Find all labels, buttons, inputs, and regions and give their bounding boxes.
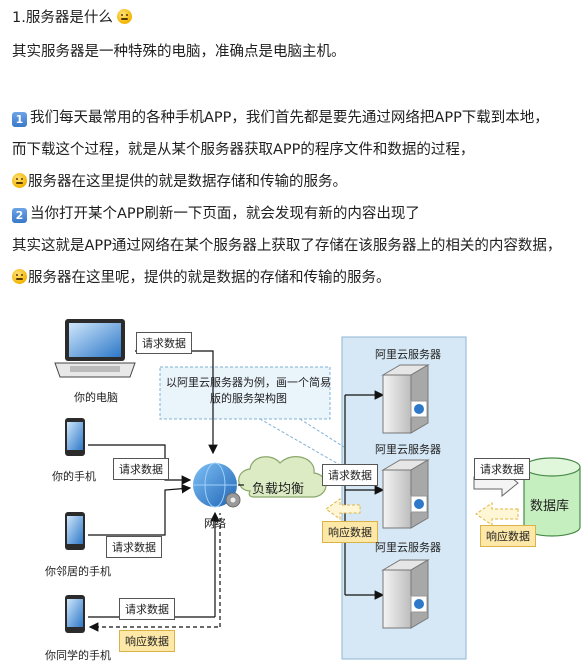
server-icon	[381, 364, 430, 434]
phone-icon	[65, 512, 85, 550]
server-label-1: 阿里云服务器	[375, 348, 441, 361]
title: 1.服务器是什么	[12, 10, 113, 26]
globe-icon	[193, 462, 237, 508]
device-label-computer: 你的电脑	[74, 391, 118, 404]
keycap-icon: 2	[12, 208, 27, 223]
cloud-icon	[238, 456, 327, 498]
laptop-icon	[54, 319, 136, 378]
request-label-lb: 请求数据	[322, 464, 378, 486]
note-text: 以阿里云服务器为例，画一个简易 版的服务架构图	[166, 375, 331, 407]
point2-line2: 其实这就是APP通过网络在某个服务器上获取了存储在该服务器上的相关的内容数据，	[12, 238, 562, 254]
note-box	[159, 366, 331, 420]
gear-icon	[225, 492, 241, 508]
phone-icon	[65, 595, 85, 633]
title-line: 1.服务器是什么	[12, 8, 133, 28]
request-label-db: 请求数据	[474, 458, 530, 480]
point1-text3: 服务器在这里提供的就是数据存储和传输的服务。	[28, 174, 347, 190]
request-label-classmate: 请求数据	[119, 598, 175, 620]
server-label-3: 阿里云服务器	[375, 541, 441, 554]
thinking-emoji-icon	[12, 173, 27, 188]
point2-text3: 服务器在这里呢，提供的就是数据的存储和传输的服务。	[28, 270, 391, 286]
point1-text1: 我们每天最常用的各种手机APP，我们首先都是要先通过网络把APP下载到本地，	[30, 110, 549, 126]
request-label-computer: 请求数据	[136, 332, 192, 354]
device-label-phone: 你的手机	[52, 470, 96, 483]
point1-line2: 而下载这个过程，就是从某个服务器获取APP的程序文件和数据的过程，	[12, 142, 475, 158]
device-label-classmate-phone: 你同学的手机	[45, 649, 111, 662]
keycap-icon: 1	[12, 112, 27, 127]
response-label-db: 响应数据	[480, 525, 536, 547]
note-line2: 版的服务架构图	[210, 392, 287, 405]
database-icon	[523, 457, 581, 537]
server-architecture-diagram: 你的电脑 你的手机 你邻居的手机 你同学的手机 请求数据 请求数据 请求数据 请…	[0, 305, 588, 666]
point2-line3: 服务器在这里呢，提供的就是数据的存储和传输的服务。	[12, 268, 391, 288]
thinking-emoji-icon	[117, 9, 133, 24]
intro-line: 其实服务器是一种特殊的电脑，准确点是电脑主机。	[12, 44, 346, 60]
request-label-neighbor: 请求数据	[106, 536, 162, 558]
request-label-phone: 请求数据	[113, 458, 169, 480]
network-label: 网络	[204, 517, 226, 530]
point1-line3: 服务器在这里提供的就是数据存储和传输的服务。	[12, 172, 347, 192]
database-label: 数据库	[530, 499, 570, 514]
response-label-lb: 响应数据	[322, 521, 378, 543]
point2-text1: 当你打开某个APP刷新一下页面，就会发现有新的内容出现了	[30, 206, 420, 222]
load-balancer-label: 负载均衡	[252, 482, 305, 497]
server-label-2: 阿里云服务器	[375, 443, 441, 456]
phone-icon	[65, 418, 85, 456]
device-label-neighbor-phone: 你邻居的手机	[45, 565, 111, 578]
server-icon	[381, 559, 430, 629]
thinking-emoji-icon	[12, 269, 27, 284]
note-line1: 以阿里云服务器为例，画一个简易	[166, 376, 331, 389]
server-icon	[381, 459, 430, 529]
response-label-classmate: 响应数据	[119, 630, 175, 652]
